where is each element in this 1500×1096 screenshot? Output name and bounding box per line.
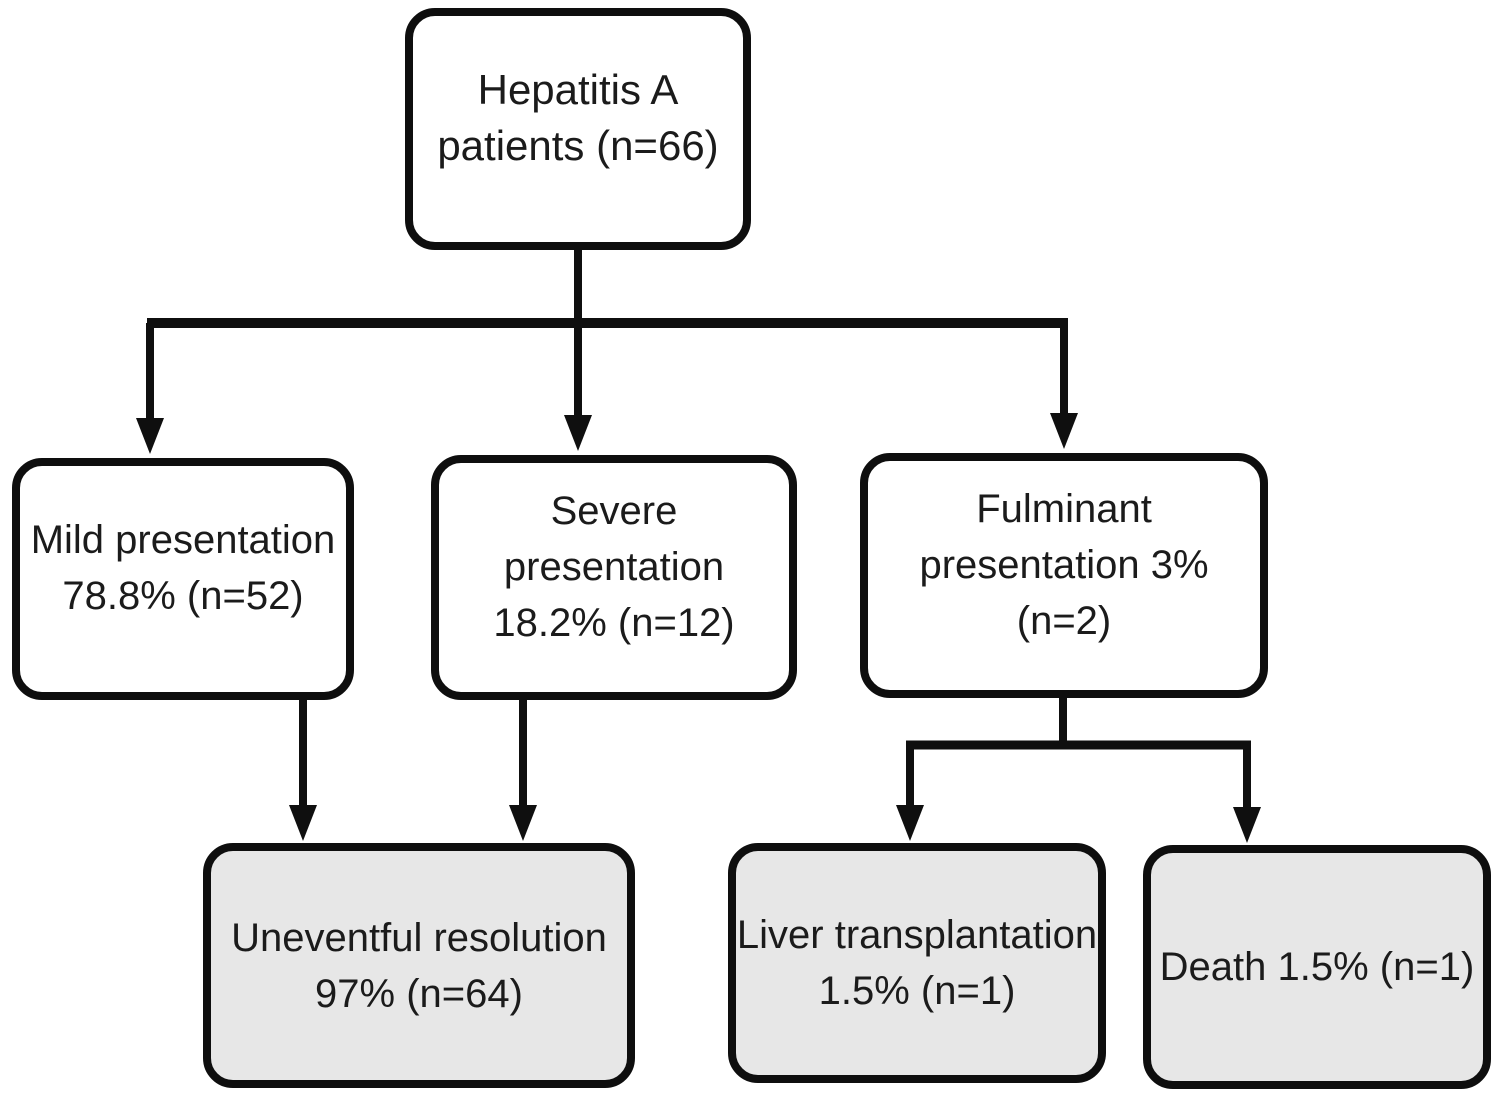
node-text-line: 1.5% (n=1) bbox=[818, 969, 1016, 1013]
arrowhead-severe-to-uneventful-icon bbox=[509, 805, 537, 841]
arrowhead-root-to-mild-icon bbox=[136, 418, 164, 454]
node-uneventful-resolution: Uneventful resolution 97% (n=64) bbox=[203, 843, 635, 1088]
node-liver-transplantation: Liver transplantation 1.5% (n=1) bbox=[728, 843, 1106, 1083]
node-text-line: Hepatitis A bbox=[477, 66, 679, 113]
arrowhead-mild-to-uneventful-icon bbox=[289, 805, 317, 841]
node-text-line: Fulminant bbox=[976, 486, 1152, 531]
arrowhead-fulminant-to-transplant-icon bbox=[896, 805, 924, 841]
node-text-line: patients (n=66) bbox=[437, 122, 719, 169]
node-text-line: 18.2% (n=12) bbox=[493, 600, 735, 645]
node-death: Death 1.5% (n=1) bbox=[1143, 845, 1491, 1089]
node-text-line: Mild presentation bbox=[30, 518, 336, 562]
node-text-line: presentation 3% (n=2) bbox=[919, 542, 1209, 643]
node-text-line: 97% (n=64) bbox=[315, 971, 523, 1016]
node-mild-presentation: Mild presentation 78.8% (n=52) bbox=[12, 458, 354, 700]
node-text-line: Severe presentation bbox=[503, 488, 725, 589]
arrowhead-root-to-fulminant-icon bbox=[1050, 413, 1078, 449]
arrowhead-root-to-severe-icon bbox=[564, 415, 592, 451]
node-text-line: Death 1.5% (n=1) bbox=[1159, 945, 1475, 989]
node-text-line: 78.8% (n=52) bbox=[62, 574, 304, 618]
node-severe-presentation: Severe presentation 18.2% (n=12) bbox=[431, 455, 797, 700]
arrowhead-fulminant-to-death-icon bbox=[1233, 807, 1261, 843]
node-text-line: Liver transplantation bbox=[736, 913, 1098, 957]
node-hepatitis-a-patients: Hepatitis A patients (n=66) bbox=[405, 8, 751, 250]
node-fulminant-presentation: Fulminant presentation 3% (n=2) bbox=[860, 453, 1268, 698]
node-text-line: Uneventful resolution bbox=[231, 915, 607, 960]
